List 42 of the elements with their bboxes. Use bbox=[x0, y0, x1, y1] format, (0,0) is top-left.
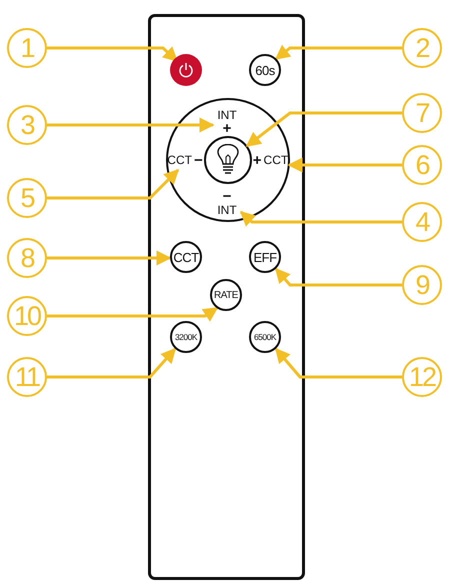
power-button bbox=[170, 54, 202, 86]
callout-number: 6 bbox=[402, 145, 442, 185]
remote-button: EFF bbox=[249, 241, 281, 273]
leader-line bbox=[274, 44, 402, 60]
callout-number: 10 bbox=[7, 296, 47, 336]
plus-minus-sign: − bbox=[222, 188, 232, 204]
leader-line bbox=[47, 118, 214, 132]
remote-control-body bbox=[148, 14, 305, 580]
button-label: CCT bbox=[264, 154, 288, 166]
remote-button: 60s bbox=[249, 54, 281, 86]
button-label: INT bbox=[217, 108, 237, 120]
callout-number: 4 bbox=[402, 202, 442, 242]
leader-line bbox=[47, 168, 180, 200]
plus-minus-sign: + bbox=[222, 120, 232, 136]
callout-number: 1 bbox=[7, 28, 47, 68]
remote-button: RATE bbox=[210, 279, 242, 311]
leader-line bbox=[274, 348, 402, 378]
remote-button: 6500K bbox=[249, 321, 281, 353]
button-label: CCT bbox=[167, 154, 192, 166]
callout-number: 12 bbox=[402, 357, 442, 397]
leader-line bbox=[47, 306, 218, 322]
leader-line bbox=[274, 268, 402, 286]
leader-line bbox=[288, 158, 402, 172]
control-ring bbox=[166, 98, 290, 222]
callout-number: 7 bbox=[402, 93, 442, 133]
callout-number: 2 bbox=[402, 28, 442, 68]
callout-number: 3 bbox=[7, 105, 47, 145]
leader-line bbox=[47, 348, 176, 378]
leader-line bbox=[240, 210, 402, 227]
button-label: INT bbox=[217, 204, 237, 216]
plus-minus-sign: + bbox=[252, 152, 262, 168]
remote-button: CCT bbox=[170, 241, 202, 273]
leader-line bbox=[47, 46, 178, 62]
callout-number: 8 bbox=[7, 238, 47, 278]
leader-line bbox=[47, 250, 172, 266]
bulb-button bbox=[204, 136, 252, 184]
callout-number: 9 bbox=[402, 265, 442, 305]
leader-line bbox=[246, 112, 402, 148]
remote-button: 3200K bbox=[170, 321, 202, 353]
plus-minus-sign: − bbox=[194, 152, 203, 168]
callout-number: 5 bbox=[7, 178, 47, 218]
callout-number: 11 bbox=[7, 357, 47, 397]
